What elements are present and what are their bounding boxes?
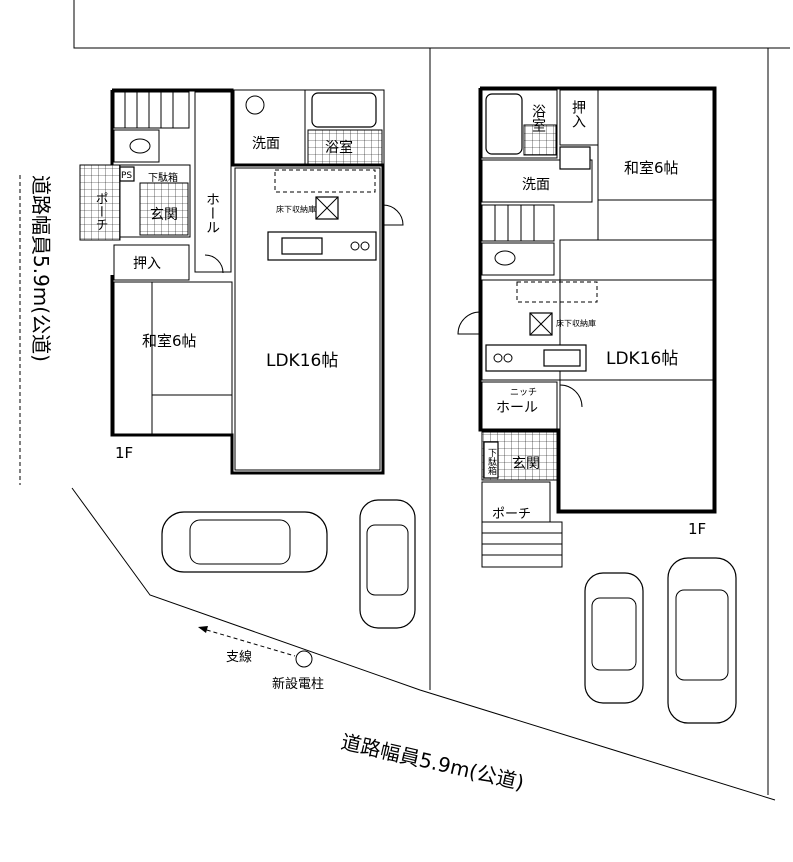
house-b-plan xyxy=(457,86,717,568)
house-a-oshiire-label: 押入 xyxy=(133,256,161,272)
house-b-senmen-label: 洗面 xyxy=(522,177,550,193)
house-a-ldk-label: LDK16帖 xyxy=(266,351,338,371)
house-b-underfloor-label: 床下収納庫 xyxy=(556,318,596,328)
pole-label: 新設電柱 xyxy=(272,676,324,692)
house-a-hall-label: ホール xyxy=(204,192,220,234)
house-a-floor-label: 1F xyxy=(115,444,133,462)
road-label-bottom: 道路幅員5.9m(公道) xyxy=(339,729,527,794)
house-b-floor-label: 1F xyxy=(688,520,706,538)
house-a-yokushitsu-label: 浴室 xyxy=(325,139,353,156)
car-a-horizontal xyxy=(161,511,328,573)
house-b-hall-label: ホール xyxy=(496,400,538,416)
house-a-ps-label: PS xyxy=(121,171,132,181)
house-b-oshiire-label: 押入 xyxy=(570,100,586,128)
house-a-washitsu-label: 和室6帖 xyxy=(142,332,197,350)
house-b-porch-label: ポーチ xyxy=(492,507,531,522)
house-b-ldk-label: LDK16帖 xyxy=(606,349,678,369)
house-a-genkan-label: 玄関 xyxy=(150,206,178,223)
house-b-yokushitsu-label: 浴室 xyxy=(530,104,546,132)
house-a-underfloor-label: 床下収納庫 xyxy=(276,204,316,214)
house-b-niche-label: ニッチ xyxy=(510,387,537,398)
house-a-senmen-label: 洗面 xyxy=(252,136,280,152)
guy-wire-label: 支線 xyxy=(226,649,252,665)
house-a-plan xyxy=(79,88,404,475)
car-b-right xyxy=(667,557,737,724)
house-b-washitsu-label: 和室6帖 xyxy=(624,159,679,177)
road-label-left: 道路幅員5.9m(公道) xyxy=(29,175,53,362)
house-a-shoebox-label: 下駄箱 xyxy=(148,171,178,184)
house-b-genkan-label: 玄関 xyxy=(512,455,540,472)
house-b-shoebox-label: 下駄箱 xyxy=(486,448,497,476)
house-a-porch-label: ポーチ xyxy=(93,192,108,231)
utility-pole xyxy=(198,626,313,668)
car-a-vertical xyxy=(359,499,416,629)
car-b-left xyxy=(584,572,644,704)
site-boundary xyxy=(19,0,790,801)
